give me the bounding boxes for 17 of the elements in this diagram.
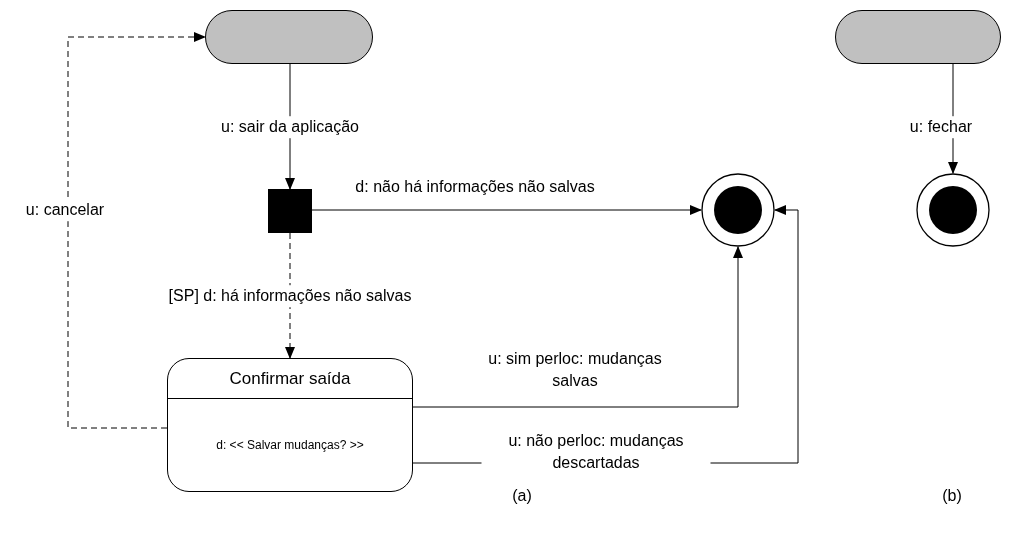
- edge-label: [SP] d: há informações não salvas: [166, 285, 414, 307]
- panel-caption: (b): [942, 487, 962, 505]
- state-name: Confirmar saída: [229, 368, 351, 389]
- edge-label: u: fechar: [907, 116, 975, 138]
- initial-state: [205, 10, 373, 64]
- state-box: [167, 358, 413, 492]
- transition-arrow: [285, 232, 295, 359]
- final-state: [916, 173, 990, 247]
- transition-arrow: [67, 32, 206, 429]
- choice-square: [268, 189, 312, 233]
- initial-state: [835, 10, 1001, 64]
- state-activity: d: << Salvar mudanças? >>: [216, 438, 364, 452]
- transition-arrow: [311, 205, 702, 215]
- transition-arrow: [412, 246, 743, 408]
- edge-label: u: sair da aplicação: [219, 116, 361, 138]
- final-state: [701, 173, 775, 247]
- panel-caption: (a): [512, 487, 532, 505]
